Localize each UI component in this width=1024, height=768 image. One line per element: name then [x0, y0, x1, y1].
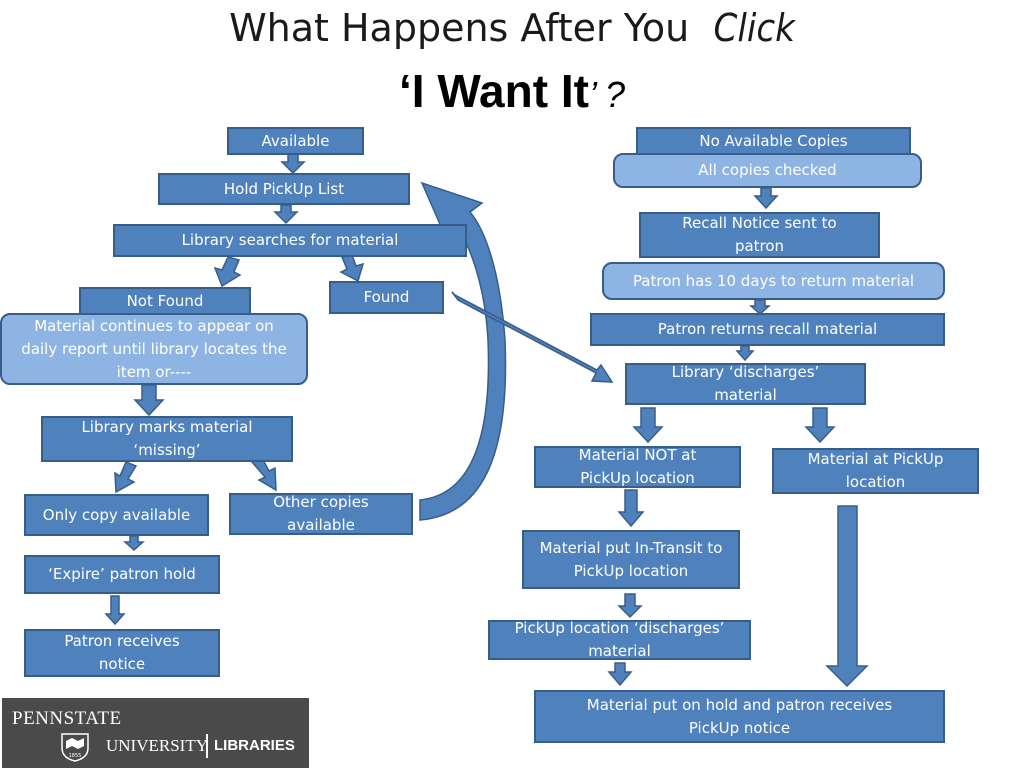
title-close-quote: ’ ? — [588, 74, 625, 115]
arrow-intransit-to-pickupdis — [617, 593, 643, 619]
pennstate-libraries-logo: PENNSTATE 1855 UNIVERSITY LIBRARIES — [2, 698, 309, 768]
not-at-pickup-box: Material NOT at PickUp location — [534, 446, 741, 488]
logo-seal-year: 1855 — [69, 753, 82, 759]
at-pickup-label: Material at PickUp location — [807, 450, 944, 491]
logo-university: UNIVERSITY — [106, 736, 208, 755]
not-at-pickup-label: Material NOT at PickUp location — [578, 446, 697, 487]
other-copies-label: Other copies available — [273, 493, 369, 534]
arrow-continues-to-missing — [133, 384, 165, 417]
penn-state-seal-icon: 1855 — [61, 733, 89, 762]
arrow-search-to-found — [339, 254, 365, 283]
arrow-discharges-to-at — [804, 407, 836, 444]
arrow-onlycopy-to-expire — [123, 535, 145, 552]
arrow-pickupdis-to-hold — [607, 662, 633, 687]
title-open-quote: ‘ — [399, 65, 412, 117]
found-box: Found — [329, 281, 444, 314]
patron-receives-notice-box: Patron receives notice — [24, 629, 220, 677]
arrow-discharges-to-notat — [632, 407, 664, 444]
expire-hold-label: ‘Expire’ patron hold — [48, 565, 196, 583]
only-copy-box: Only copy available — [24, 494, 209, 536]
arrow-at-to-hold — [825, 505, 869, 688]
arrow-missing-to-othercopies — [250, 457, 277, 492]
arrow-available-to-hold — [280, 153, 306, 175]
hold-pickup-list-box: Hold PickUp List — [158, 173, 410, 205]
patron-10-days-label: Patron has 10 days to return material — [632, 271, 915, 290]
in-transit-box: Material put In-Transit to PickUp locati… — [522, 530, 740, 589]
arrow-expire-to-notice — [104, 595, 126, 626]
patron-10-days-box: Patron has 10 days to return material — [602, 262, 945, 300]
logo-libraries: LIBRARIES — [214, 737, 295, 754]
arrow-missing-to-onlycopy — [114, 461, 138, 494]
title-i-want-it: I Want It — [411, 65, 589, 117]
expire-hold-box: ‘Expire’ patron hold — [24, 555, 220, 594]
curved-arrow-back-to-hold — [419, 181, 507, 521]
library-discharges-box: Library ‘discharges’ material — [625, 363, 866, 405]
not-found-box: Not Found — [79, 287, 251, 315]
no-available-copies-label: No Available Copies — [699, 131, 848, 150]
not-found-label: Not Found — [126, 291, 204, 310]
in-transit-label: Material put In-Transit to PickUp locati… — [539, 538, 723, 580]
recall-notice-label: Recall Notice sent to patron — [682, 214, 837, 255]
title-line-2: ‘I Want It’ ? — [0, 64, 1024, 122]
other-copies-box: Other copies available — [229, 493, 413, 535]
library-discharges-label: Library ‘discharges’ material — [671, 363, 820, 404]
all-copies-checked-label: All copies checked — [698, 161, 837, 179]
title-line-1: What Happens After You Click — [0, 4, 1024, 52]
pickup-discharges-box: PickUp location ‘discharges’ material — [488, 619, 751, 660]
arrow-10days-to-returns — [749, 299, 771, 316]
logo-divider — [206, 734, 208, 758]
library-searches-box: Library searches for material — [113, 224, 467, 257]
arrow-hold-to-search — [273, 204, 299, 225]
patron-returns-label: Patron returns recall material — [657, 320, 878, 338]
patron-receives-notice-label: Patron receives notice — [64, 632, 180, 673]
recall-notice-box: Recall Notice sent to patron — [639, 212, 880, 258]
arrow-notat-to-intransit — [617, 489, 645, 528]
material-continues-box: Material continues to appear on daily re… — [0, 313, 308, 385]
marks-missing-box: Library marks material ‘missing’ — [41, 416, 293, 462]
library-searches-label: Library searches for material — [181, 231, 399, 249]
no-available-copies-box: No Available Copies — [636, 127, 911, 155]
available-label: Available — [261, 131, 330, 150]
title-click-word: Click — [713, 6, 795, 50]
available-box: Available — [227, 127, 364, 155]
marks-missing-label: Library marks material ‘missing’ — [81, 418, 253, 459]
logo-pennstate: PENNSTATE — [12, 708, 122, 729]
hold-notice-box: Material put on hold and patron receives… — [534, 690, 945, 743]
arrow-returns-to-discharges — [735, 345, 755, 362]
material-continues-label: Material continues to appear on daily re… — [21, 316, 287, 381]
at-pickup-box: Material at PickUp location — [772, 448, 979, 494]
found-label: Found — [363, 288, 410, 306]
title-prefix: What Happens After You — [229, 6, 690, 50]
hold-pickup-list-label: Hold PickUp List — [223, 179, 345, 198]
all-copies-checked-box: All copies checked — [613, 153, 922, 188]
arrow-found-to-discharges — [451, 291, 614, 383]
hold-notice-label: Material put on hold and patron receives… — [586, 695, 893, 737]
only-copy-label: Only copy available — [42, 505, 191, 524]
pickup-discharges-label: PickUp location ‘discharges’ material — [514, 619, 725, 660]
patron-returns-box: Patron returns recall material — [590, 313, 945, 346]
arrow-search-to-notfound — [213, 256, 242, 288]
arrow-allchecked-to-recall — [753, 187, 779, 210]
